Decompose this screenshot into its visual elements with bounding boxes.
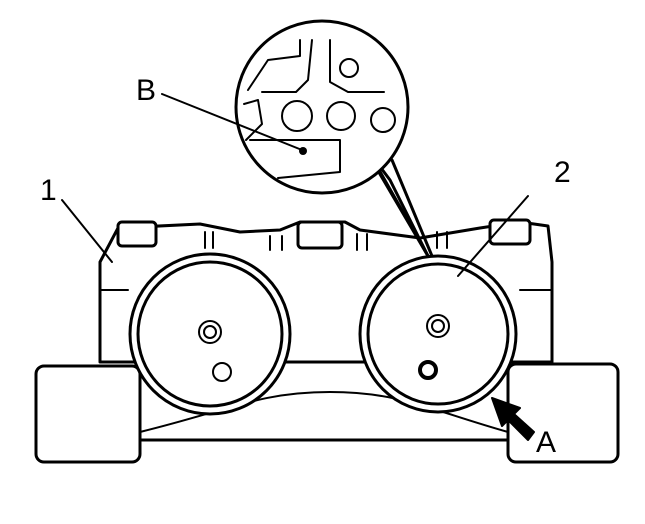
leader-lines: [61, 93, 529, 277]
detail-point-marker: [299, 147, 307, 155]
label-arrow-a: A: [536, 426, 556, 459]
right-mount-block: [506, 362, 620, 464]
label-part-2: 2: [554, 156, 571, 189]
arrow-a-icon: [491, 397, 535, 441]
left-camshaft-sprocket: [128, 252, 292, 416]
right-camshaft-sprocket: [358, 254, 518, 414]
label-part-1: 1: [40, 174, 57, 207]
detail-magnifier: [234, 19, 434, 258]
left-mount-block: [34, 364, 142, 464]
label-detail-b: B: [136, 74, 156, 107]
